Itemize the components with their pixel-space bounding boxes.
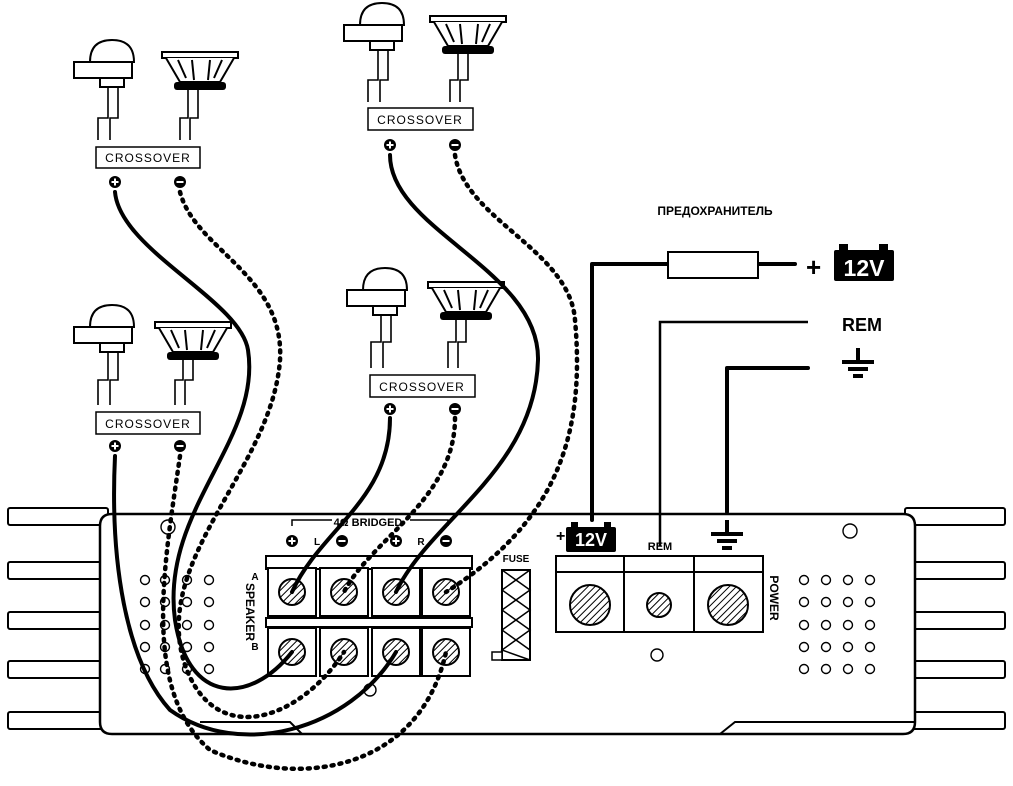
speaker-label: SPEAKER xyxy=(243,583,257,641)
minus-terminal-icon xyxy=(173,175,187,189)
minus-terminal-icon xyxy=(448,138,462,152)
woofer-icon xyxy=(154,321,232,361)
power-12v-screw xyxy=(569,584,611,626)
battery-voltage-label: 12V xyxy=(844,255,886,281)
woofer-icon xyxy=(427,281,505,321)
power-label: POWER xyxy=(767,575,781,621)
channel-left-label: L xyxy=(314,537,320,548)
power-voltage-label: 12V xyxy=(575,530,607,550)
row-a-label: A xyxy=(251,572,258,583)
plus-terminal-icon xyxy=(383,138,397,152)
crossover-label: CROSSOVER xyxy=(105,151,191,165)
tweeter-icon xyxy=(346,267,408,316)
crossover-label: CROSSOVER xyxy=(105,417,191,431)
crossover-box xyxy=(95,146,201,169)
fuse-note-label: ПРЕДОХРАНИТЕЛЬ xyxy=(657,204,773,218)
power-rem-label: REM xyxy=(648,541,672,553)
speaker-minus-left-icon xyxy=(335,534,349,548)
mounting-hole xyxy=(842,523,858,539)
plus-terminal-icon xyxy=(108,439,122,453)
amp-fuse-icon xyxy=(491,569,532,661)
plus-terminal-icon xyxy=(383,402,397,416)
heatsink-left xyxy=(7,507,109,730)
crossover-box xyxy=(369,374,476,398)
ground-icon xyxy=(840,346,876,378)
amplifier: 4Ω BRIDGED L R SPEAKER A B FUSE xyxy=(7,507,1006,736)
terminal-block-rail xyxy=(265,617,473,628)
speaker-wires xyxy=(112,152,580,771)
minus-terminal-icon xyxy=(173,439,187,453)
minus-terminal-icon xyxy=(448,402,462,416)
vent-grid-right xyxy=(798,574,876,675)
battery-icon: 12V xyxy=(834,244,894,281)
fuse-label: FUSE xyxy=(503,554,530,565)
speaker-set-top-right: CROSSOVER xyxy=(343,2,507,152)
mounting-hole xyxy=(650,648,664,662)
vent-grid-left xyxy=(139,574,215,675)
inline-fuse-icon xyxy=(667,251,759,279)
power-wiring xyxy=(590,251,810,546)
bridged-label: 4Ω BRIDGED xyxy=(334,517,403,529)
crossover-box xyxy=(95,411,201,435)
power-battery-icon: 12V xyxy=(566,522,616,552)
woofer-icon xyxy=(161,51,239,91)
tweeter-icon xyxy=(73,304,135,353)
woofer-icon xyxy=(429,15,507,55)
speaker-set-bottom-left: CROSSOVER xyxy=(73,304,232,453)
speaker-set-bottom-right: CROSSOVER xyxy=(346,267,505,416)
tweeter-icon xyxy=(343,2,405,51)
battery-plus-label: + xyxy=(806,252,821,282)
rem-label: REM xyxy=(842,315,882,335)
plus-terminal-icon xyxy=(108,175,122,189)
heatsink-right xyxy=(904,507,1006,730)
power-ground-screw xyxy=(707,584,749,626)
speaker-set-top-left: CROSSOVER xyxy=(73,39,239,189)
speaker-plus-left-icon xyxy=(285,534,299,548)
row-b-label: B xyxy=(251,642,258,653)
tweeter-icon xyxy=(73,39,135,88)
power-rem-screw xyxy=(646,592,672,618)
crossover-label: CROSSOVER xyxy=(377,113,463,127)
speaker-minus-right-icon xyxy=(439,534,453,548)
power-plus-label: + xyxy=(556,528,565,545)
crossover-label: CROSSOVER xyxy=(379,380,465,394)
channel-right-label: R xyxy=(417,537,425,548)
crossover-box xyxy=(367,107,474,131)
